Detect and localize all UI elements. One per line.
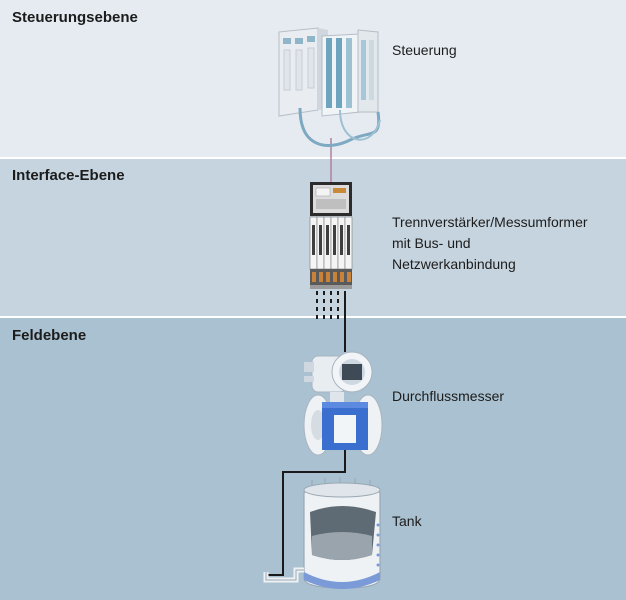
flowmeter-label: Durchflussmesser xyxy=(392,388,505,404)
signal-wires xyxy=(316,291,339,322)
interface-level-title: Interface-Ebene xyxy=(12,167,125,184)
isolator-label-line: Trennverstärker/Messumformer xyxy=(392,214,588,230)
signal-cable xyxy=(268,450,346,576)
plc-controller-icon xyxy=(278,27,381,147)
field-level-title: Feldebene xyxy=(12,327,87,344)
level-divider xyxy=(0,316,626,318)
tank-label: Tank xyxy=(392,513,422,529)
control-level-title: Steuerungsebene xyxy=(12,9,138,26)
isolator-label: Trennverstärker/Messumformer mit Bus- un… xyxy=(392,212,588,275)
controller-label: Steuerung xyxy=(392,42,457,58)
isolator-label-line: Netzwerkanbindung xyxy=(392,256,516,272)
flowmeter-icon xyxy=(303,351,383,456)
isolator-module-icon xyxy=(309,182,353,289)
isolator-label-line: mit Bus- und xyxy=(392,235,471,251)
tank-icon xyxy=(263,477,381,589)
level-divider xyxy=(0,157,626,159)
